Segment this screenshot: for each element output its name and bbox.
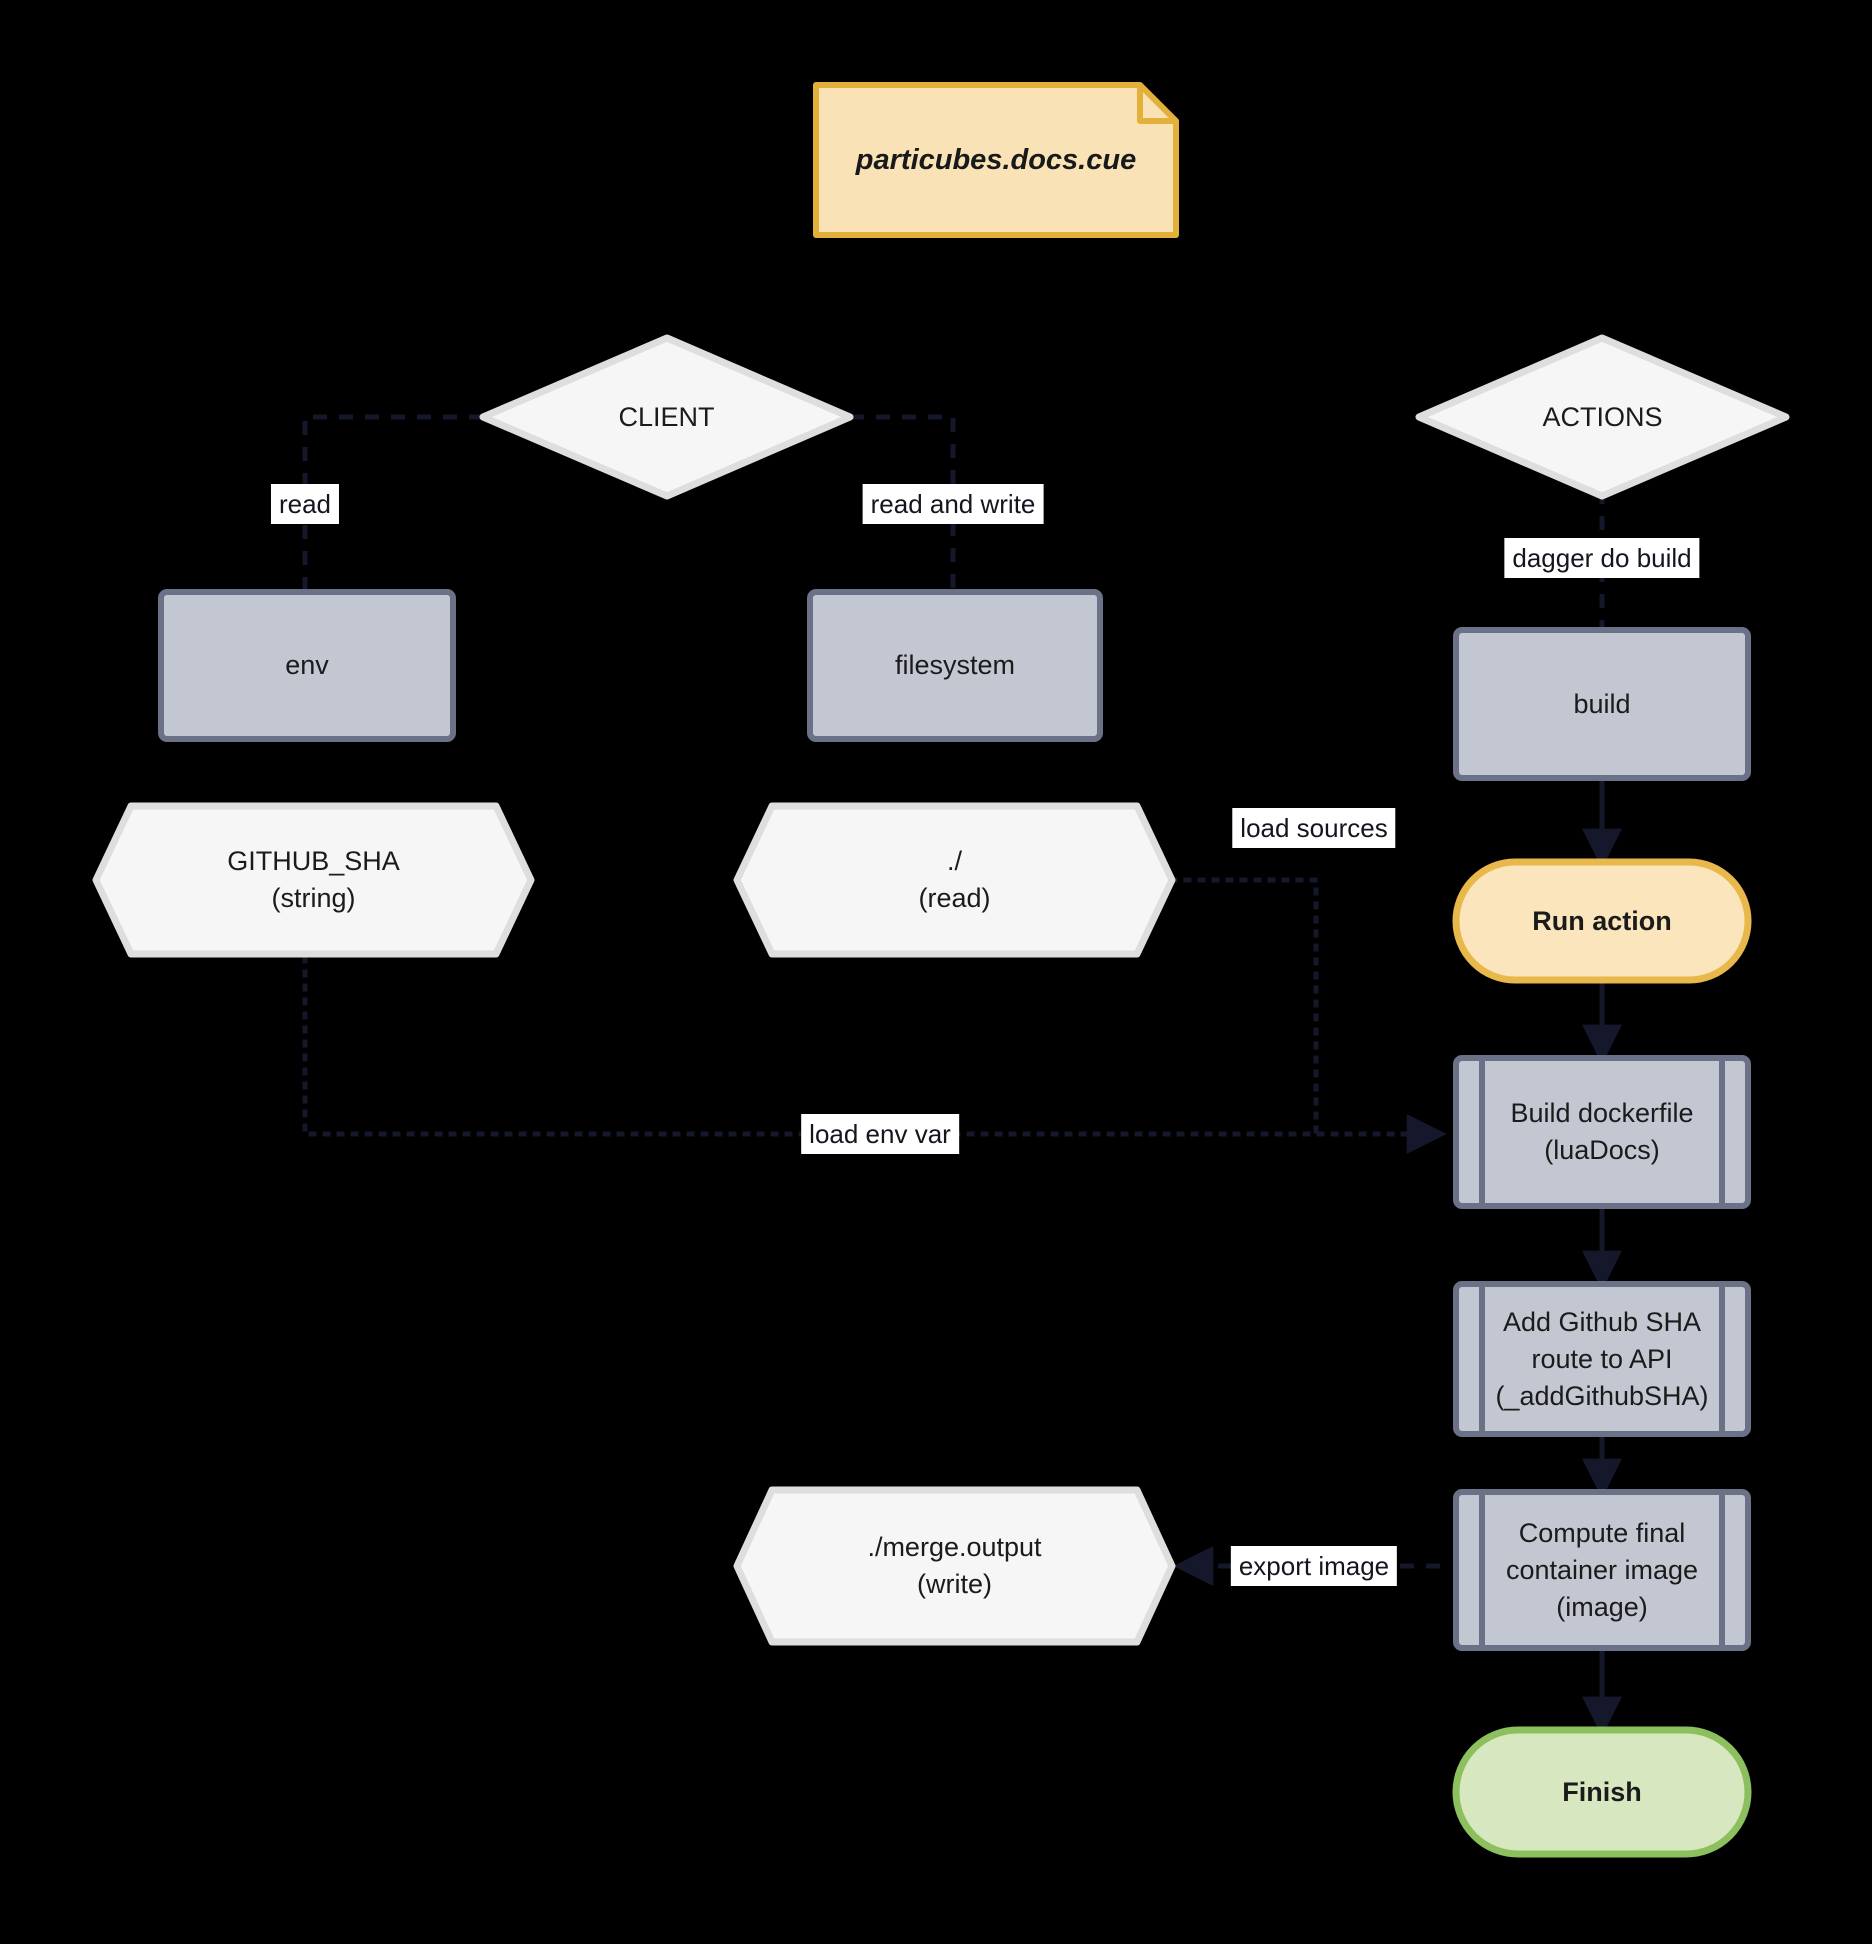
edges (302, 414, 1622, 1737)
node-hexagon-github-sha[interactable] (92, 802, 535, 958)
node-stadium-finish[interactable] (1452, 1726, 1752, 1858)
node-hexagon-merge-output[interactable] (733, 1486, 1176, 1646)
node-subroutine-compute-image[interactable] (1453, 1489, 1751, 1651)
edge-label-read: read (270, 484, 340, 524)
node-hexagon-dot-read[interactable] (733, 802, 1176, 958)
node-subroutine-add-github-sha[interactable] (1453, 1281, 1751, 1437)
node-diamond-actions[interactable] (1415, 334, 1790, 500)
edge-dotread-builddockerfile (1169, 877, 1319, 1137)
node-note-particubes[interactable] (813, 82, 1179, 238)
edge-label-read-and-write: read and write (862, 484, 1044, 524)
edge-client-env (302, 414, 483, 592)
edge-label-export-image: export image (1230, 1546, 1398, 1586)
node-process-build[interactable] (1453, 627, 1751, 781)
node-diamond-client[interactable] (479, 334, 854, 500)
node-stadium-run-action[interactable] (1452, 858, 1752, 984)
edge-label-load-env-var: load env var (801, 1114, 959, 1154)
node-subroutine-build-dockerfile[interactable] (1453, 1055, 1751, 1209)
edge-githubsha-builddockerfile (302, 955, 1447, 1154)
edge-client-filesystem (850, 414, 956, 592)
edge-label-dagger-do-build: dagger do build (1504, 538, 1700, 578)
node-process-filesystem[interactable] (807, 589, 1103, 742)
node-process-env[interactable] (158, 589, 456, 742)
edge-label-load-sources: load sources (1232, 808, 1396, 848)
